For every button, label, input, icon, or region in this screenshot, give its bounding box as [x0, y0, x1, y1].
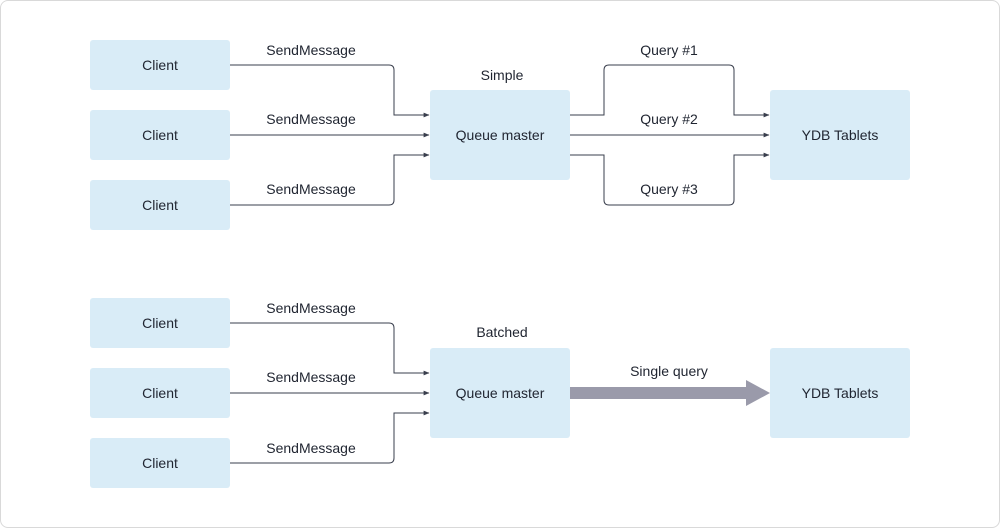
client-box: Client: [90, 180, 230, 230]
mode-label-simple: Simple: [480, 67, 524, 83]
send-message-label: SendMessage: [266, 440, 356, 456]
queue-master-box: Queue master: [430, 348, 570, 438]
send-message-label: SendMessage: [266, 111, 356, 127]
query-label-1: Query #1: [640, 42, 698, 58]
queue-master-box: Queue master: [430, 90, 570, 180]
client-box: Client: [90, 368, 230, 418]
query-label-2: Query #2: [640, 111, 698, 127]
client-box: Client: [90, 438, 230, 488]
send-message-label: SendMessage: [266, 42, 356, 58]
edge-client3-queue-master: [230, 152, 430, 206]
edge-b-client1-queue-master: [230, 322, 430, 376]
ydb-tablets-box: YDB Tablets: [770, 348, 910, 438]
send-message-label: SendMessage: [266, 181, 356, 197]
client-box: Client: [90, 40, 230, 90]
client-box: Client: [90, 298, 230, 348]
client-box: Client: [90, 110, 230, 160]
mode-label-batched: Batched: [476, 324, 528, 340]
send-message-label: SendMessage: [266, 300, 356, 316]
edge-query3: [570, 152, 770, 206]
single-query-label: Single query: [630, 363, 708, 379]
edge-client1-queue-master: [230, 64, 430, 118]
send-message-label: SendMessage: [266, 369, 356, 385]
query-label-3: Query #3: [640, 181, 698, 197]
edge-b-client3-queue-master: [230, 410, 430, 464]
single-query-arrow: [570, 380, 770, 406]
ydb-tablets-box: YDB Tablets: [770, 90, 910, 180]
edge-query1: [570, 64, 770, 118]
